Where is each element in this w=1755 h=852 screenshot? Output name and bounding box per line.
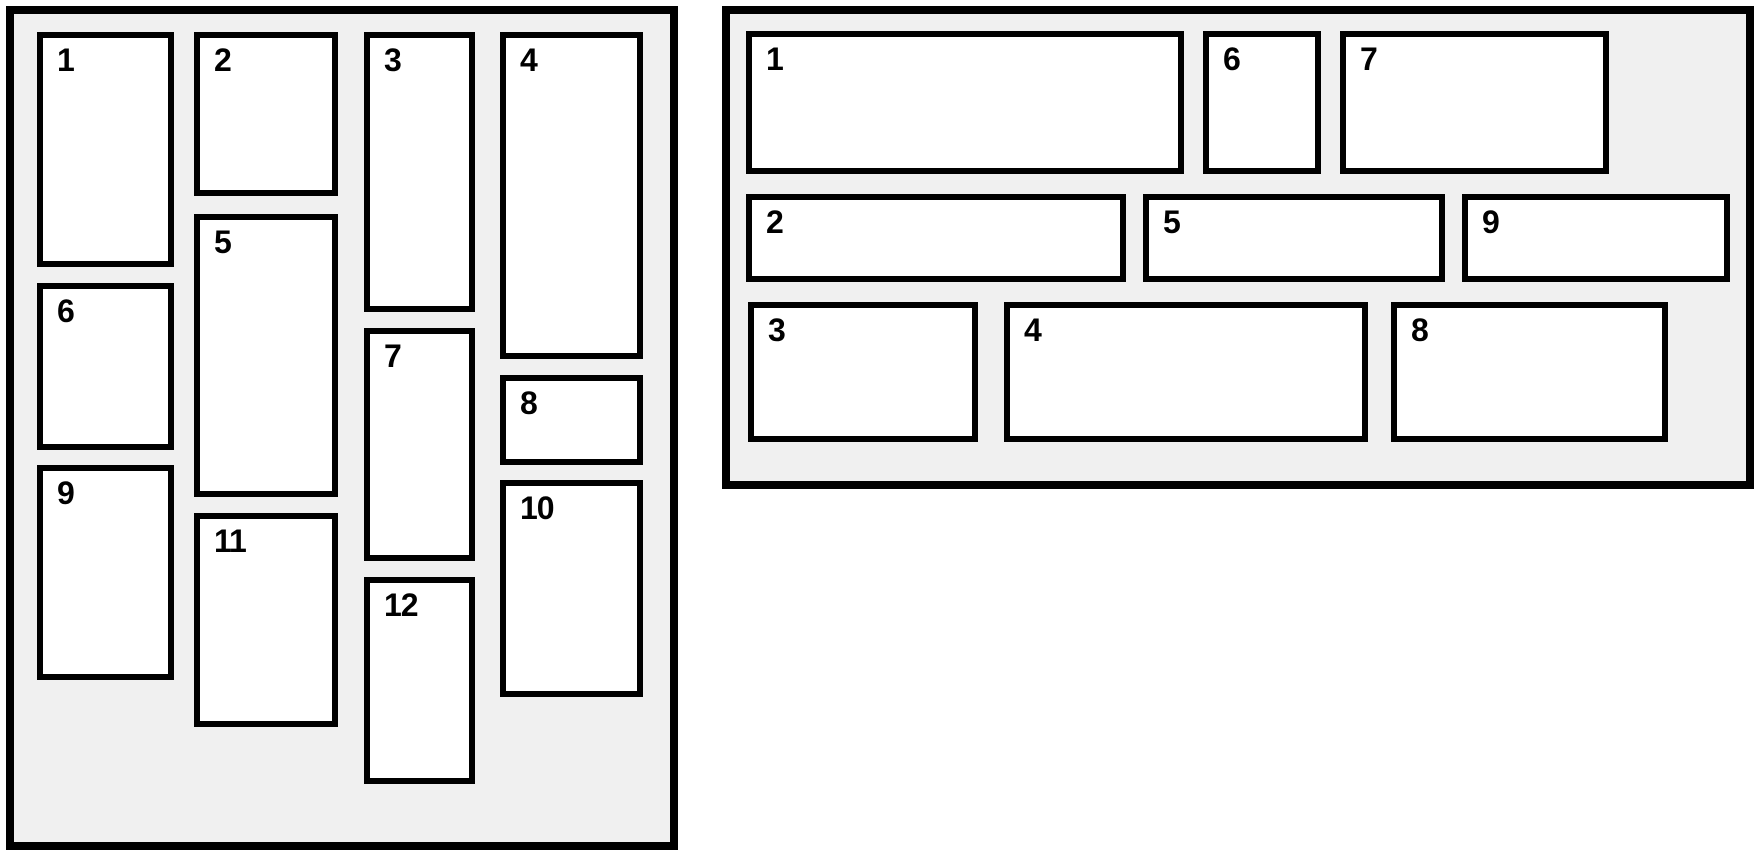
box-number-label: 7 [1360, 41, 1378, 77]
box-number-label: 4 [1024, 312, 1042, 348]
row-layout-box-4: 4 [1004, 302, 1368, 442]
box-number-label: 1 [766, 41, 784, 77]
column-layout-box-10: 10 [500, 480, 643, 697]
row-layout-box-9: 9 [1462, 194, 1730, 282]
box-number-label: 3 [768, 312, 786, 348]
box-number-label: 2 [766, 204, 784, 240]
box-number-label: 6 [1223, 41, 1241, 77]
box-number-label: 7 [384, 338, 402, 374]
box-number-label: 11 [214, 523, 247, 559]
box-number-label: 5 [214, 224, 232, 260]
box-number-label: 5 [1163, 204, 1181, 240]
row-layout-box-7: 7 [1340, 31, 1609, 174]
box-number-label: 2 [214, 42, 232, 78]
column-layout-box-6: 6 [37, 283, 174, 450]
box-number-label: 1 [57, 42, 75, 78]
column-layout-box-12: 12 [364, 577, 475, 784]
column-layout-box-5: 5 [194, 214, 338, 497]
row-layout-box-5: 5 [1143, 194, 1445, 282]
box-number-label: 6 [57, 293, 75, 329]
row-layout-box-6: 6 [1203, 31, 1321, 174]
box-number-label: 9 [1482, 204, 1500, 240]
row-layout-box-2: 2 [746, 194, 1126, 282]
column-layout-box-8: 8 [500, 375, 643, 465]
row-layout-box-3: 3 [748, 302, 978, 442]
box-number-label: 10 [520, 490, 555, 526]
right-masonry-row-panel: 1 6 7 2 5 9 3 4 8 [722, 6, 1754, 489]
column-layout-box-11: 11 [194, 513, 338, 727]
box-number-label: 8 [1411, 312, 1429, 348]
column-layout-box-7: 7 [364, 328, 475, 561]
box-number-label: 4 [520, 42, 538, 78]
box-number-label: 8 [520, 385, 538, 421]
box-number-label: 3 [384, 42, 402, 78]
row-layout-box-8: 8 [1391, 302, 1668, 442]
column-layout-box-2: 2 [194, 32, 338, 196]
row-layout-box-1: 1 [746, 31, 1184, 174]
column-layout-box-3: 3 [364, 32, 475, 312]
box-number-label: 9 [57, 475, 75, 511]
box-number-label: 12 [384, 587, 419, 623]
column-layout-box-1: 1 [37, 32, 174, 267]
column-layout-box-4: 4 [500, 32, 643, 359]
column-layout-box-9: 9 [37, 465, 174, 680]
